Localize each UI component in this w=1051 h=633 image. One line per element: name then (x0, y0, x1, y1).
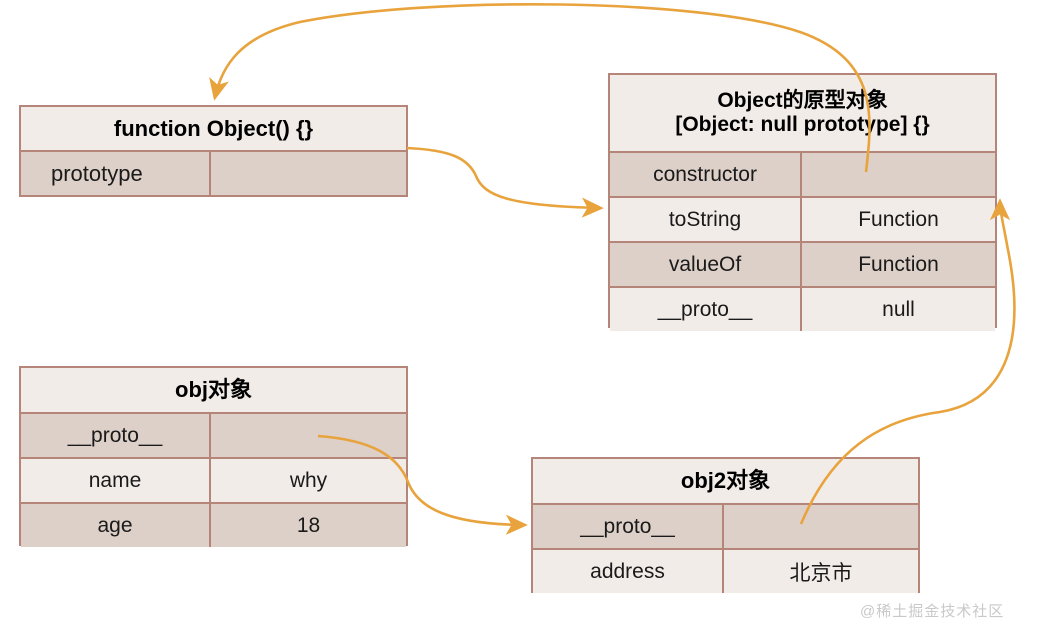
table-header-text: obj2对象 (680, 468, 771, 494)
cell-value-prototype (211, 152, 406, 195)
cell-value-constructor (802, 153, 995, 196)
table-header-obj2: obj2对象 (533, 459, 918, 503)
cell-key-proto: __proto__ (533, 505, 724, 548)
table-obj: obj对象 __proto__ name why age 18 (19, 366, 408, 547)
cell-value-tostring: Function (858, 207, 939, 231)
table-header-obj: obj对象 (21, 368, 406, 412)
cell-key-tostring: toString (610, 198, 802, 241)
table-row: prototype (21, 150, 406, 195)
table-header-text: obj对象 (175, 377, 252, 403)
cell-key-valueof: valueOf (610, 243, 802, 286)
table-header-object-prototype: Object的原型对象 [Object: null prototype] {} (610, 75, 995, 151)
table-row: address 北京市 (533, 548, 918, 593)
cell-value-proto (211, 414, 406, 457)
table-row: toString Function (610, 196, 995, 241)
cell-value-address: 北京市 (789, 561, 853, 585)
table-header-text: function Object() {} (113, 115, 314, 141)
cell-value-proto: null (882, 297, 915, 321)
table-header-line1: Object的原型对象 (717, 88, 888, 112)
cell-key-constructor: constructor (610, 153, 802, 196)
cell-key-proto: __proto__ (21, 414, 211, 457)
cell-value-proto (724, 505, 918, 548)
table-row: __proto__ null (610, 286, 995, 331)
table-row: valueOf Function (610, 241, 995, 286)
cell-value-age: 18 (296, 513, 321, 537)
watermark: @稀土掘金技术社区 (860, 603, 1005, 620)
table-row: __proto__ (533, 503, 918, 548)
table-function-object: function Object() {} prototype (19, 105, 408, 197)
arrow-prototype-to-object-prototype (406, 146, 604, 218)
table-row: __proto__ (21, 412, 406, 457)
table-object-prototype: Object的原型对象 [Object: null prototype] {} … (608, 73, 997, 331)
cell-key-address: address (533, 550, 724, 593)
cell-key-name: name (21, 459, 211, 502)
cell-value-name: why (289, 468, 328, 492)
cell-key-age: age (21, 504, 211, 547)
cell-value-valueof: Function (858, 252, 939, 276)
table-row: age 18 (21, 502, 406, 547)
table-row: name why (21, 457, 406, 502)
table-row: constructor (610, 151, 995, 196)
table-header-function-object: function Object() {} (21, 107, 406, 150)
table-obj2: obj2对象 __proto__ address 北京市 (531, 457, 920, 593)
cell-key-prototype: prototype (21, 152, 211, 195)
table-header-line2: [Object: null prototype] {} (675, 113, 930, 136)
cell-key-proto: __proto__ (610, 288, 802, 331)
